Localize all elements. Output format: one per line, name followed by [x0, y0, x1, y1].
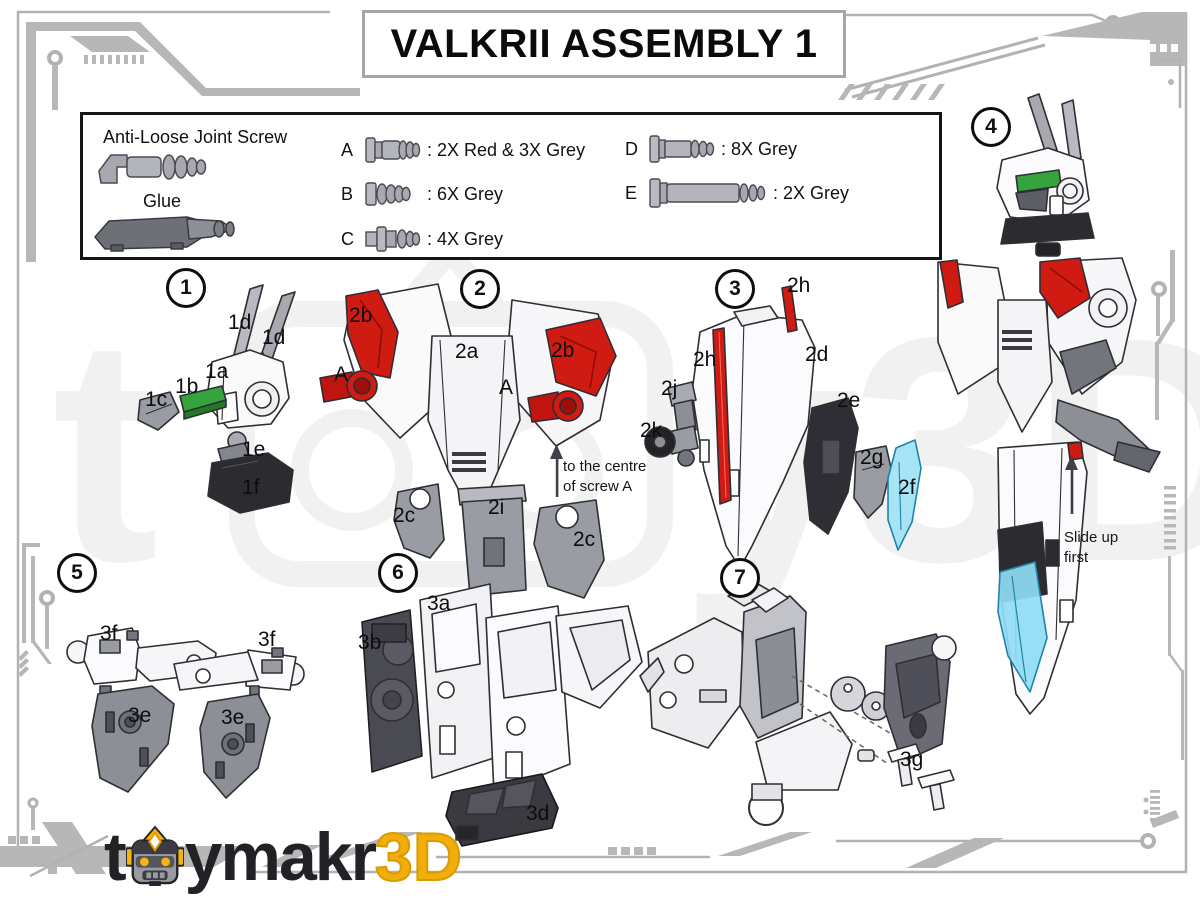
up-arrow-icon [550, 444, 563, 497]
parts-legend: Anti-Loose Joint Screw Glue A [80, 112, 942, 260]
screw-e-qty: : 2X Grey [773, 182, 850, 203]
screw-e-label: E [625, 182, 638, 203]
part-label-2a: 2a [455, 340, 479, 363]
screw-a-annotation: to the centre of screw A [563, 458, 647, 495]
part-label-3e: 3e [128, 704, 152, 727]
canopy-part-2f [887, 439, 922, 551]
step-5-badge: 5 [57, 553, 97, 593]
screw-e-icon [649, 178, 766, 208]
screw-a-icon [365, 137, 421, 163]
screw-d-icon [649, 135, 715, 163]
screw-b-label: B [341, 183, 354, 204]
wedge-part-3e [199, 685, 271, 799]
logo-letter-t: t [104, 819, 127, 896]
screw-row-a: A : 2X Red & 3X Grey [341, 133, 585, 167]
page-title: VALKRII ASSEMBLY 1 [362, 10, 846, 78]
glue-part-icon [94, 216, 235, 252]
screw-c-icon [365, 226, 421, 252]
glue-label: Glue [143, 191, 182, 211]
step3-illustration [644, 285, 922, 569]
step6-illustration [361, 583, 643, 847]
slide-up-annotation: Slide up first [1064, 529, 1119, 566]
legend-title: Anti-Loose Joint Screw [103, 127, 288, 147]
logo-3d: 3D [374, 819, 463, 896]
screw-c-qty: : 4X Grey [427, 228, 504, 249]
part-label-2e: 2e [837, 389, 861, 412]
screw-d-label: D [625, 138, 638, 159]
step-4-badge: 4 [971, 107, 1011, 147]
logo-letters-ymakr: ymakr [184, 819, 377, 896]
part-label-3a: 3a [427, 592, 451, 615]
screw-a-qty: : 2X Red & 3X Grey [427, 139, 586, 160]
part-1c [137, 391, 180, 431]
part-label-2k: 2k [640, 419, 663, 442]
step-1-badge: 1 [166, 268, 206, 308]
step7-illustration [639, 583, 957, 826]
part-label-screw-a: A [499, 376, 514, 399]
step5-illustration [66, 627, 305, 799]
connector-part-3d [445, 773, 559, 847]
screw-row-c: C : 4X Grey [341, 222, 503, 256]
part-label-3e: 3e [221, 706, 245, 729]
screw-b-qty: : 6X Grey [427, 183, 504, 204]
part-label-2b: 2b [551, 339, 575, 362]
pin-part-3g [857, 743, 955, 811]
shoulder-part-2b [345, 289, 399, 379]
screw-b-icon [365, 182, 411, 206]
part-label-screw-a: A [334, 363, 349, 386]
part-label-3g: 3g [900, 748, 924, 771]
up-arrow-icon [1065, 455, 1078, 514]
part-label-1f: 1f [242, 476, 260, 499]
step4-illustration [996, 93, 1095, 257]
screw-c-label: C [341, 228, 354, 249]
clip-part-2c [533, 499, 605, 599]
strip-part-2h [712, 327, 732, 505]
wedge-part-3e [91, 685, 175, 793]
part-label-2c: 2c [573, 528, 596, 551]
screw-row-e: E : 2X Grey [625, 176, 849, 210]
screw-row-b: B : 6X Grey [341, 177, 503, 211]
part-label-2g: 2g [860, 446, 884, 469]
clip-part-2c [393, 483, 445, 559]
backpack-part-3a [419, 583, 643, 795]
assembled-head-antenna [1027, 93, 1058, 155]
screw-d-qty: : 8X Grey [721, 138, 798, 159]
part-label-1c: 1c [145, 388, 168, 411]
part-label-2i: 2i [488, 496, 505, 519]
part-label-3b: 3b [358, 631, 382, 654]
step-2-badge: 2 [460, 269, 500, 309]
part-label-3d: 3d [526, 802, 550, 825]
part-label-3f: 3f [258, 628, 276, 651]
part-label-1e: 1e [242, 438, 266, 461]
part-label-1d: 1d [262, 326, 286, 349]
part-label-1b: 1b [175, 375, 199, 398]
step-3-badge: 3 [715, 269, 755, 309]
part-label-2c: 2c [393, 504, 416, 527]
strip-part-2h [781, 285, 798, 333]
step-6-badge: 6 [378, 553, 418, 593]
toymakr3d-logo: t ymakr 3D [104, 812, 463, 896]
anti-loose-screw-icon [98, 154, 207, 184]
screw-row-d: D : 8X Grey [625, 132, 797, 166]
bracket-part-2g [853, 445, 892, 519]
part-label-2h: 2h [787, 274, 811, 297]
assembled-torso-illustration [937, 257, 1161, 715]
step2-illustration [319, 283, 617, 599]
screw-a-label: A [341, 139, 354, 160]
title-text: VALKRII ASSEMBLY 1 [390, 21, 818, 66]
part-label-2h: 2h [693, 348, 717, 371]
step-7-badge: 7 [720, 558, 760, 598]
part-label-1a: 1a [205, 360, 229, 383]
part-label-1d: 1d [228, 311, 252, 334]
part-1f [207, 452, 294, 514]
part-label-3f: 3f [100, 622, 118, 645]
part-label-2d: 2d [805, 343, 829, 366]
part-label-2j: 2j [661, 377, 678, 400]
part-label-2b: 2b [349, 304, 373, 327]
robot-head-icon [125, 825, 184, 886]
step1-illustration [137, 284, 296, 514]
part-label-2f: 2f [898, 476, 916, 499]
